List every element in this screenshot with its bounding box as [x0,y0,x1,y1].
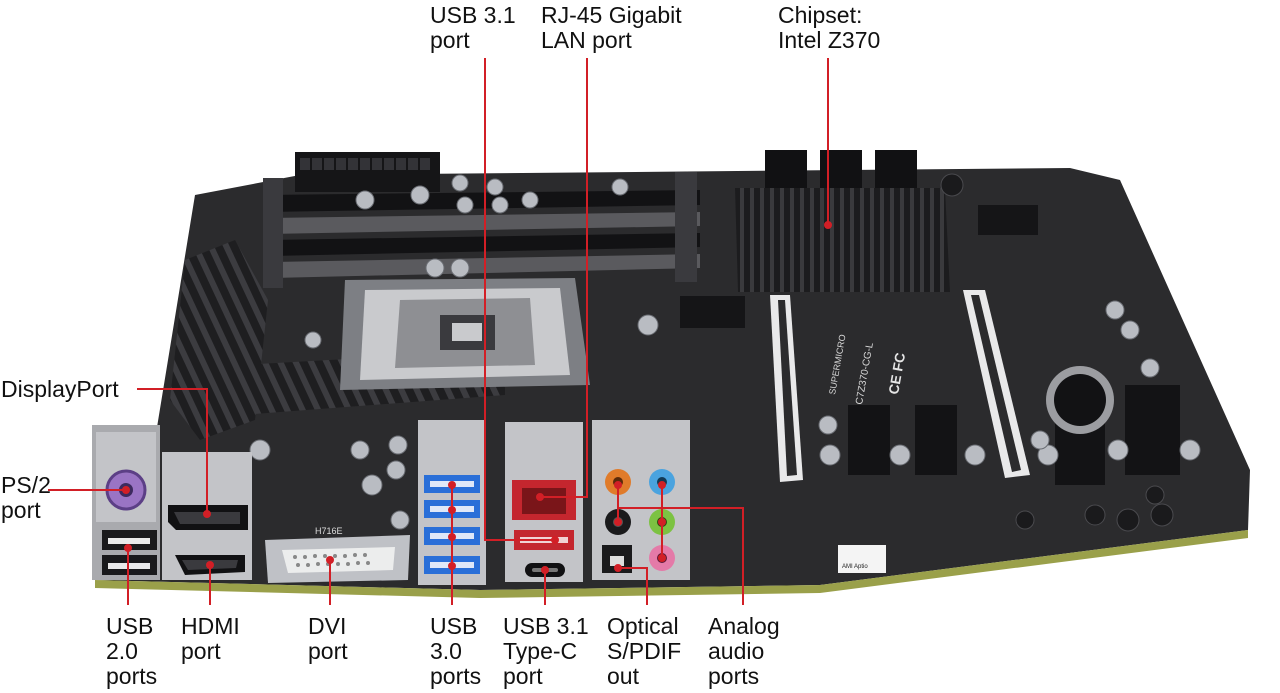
label-ps2-port: PS/2 port [1,472,51,523]
solid-capacitors-black [940,173,1174,532]
label-dvi-port: DVI port [308,613,348,664]
io-lan-usb31-stack [505,422,583,582]
m2-slot-2 [978,205,1038,235]
label-usb20-ports: USB 2.0 ports [106,613,158,689]
label-displayport: DisplayPort [1,376,119,402]
label-chipset: Chipset: Intel Z370 [778,2,881,53]
dvi-chip-text: H716E [315,526,343,536]
label-usb30-ports: USB 3.0 ports [430,613,482,689]
atx-power-connector [295,152,440,192]
pointer-optical [618,567,648,605]
pcie-slots [770,290,1180,485]
pcb-edge [95,530,1248,598]
pointer-usb31-port [484,58,555,541]
io-ps2-usb20-stack [92,425,160,580]
bios-sticker [838,545,886,573]
board-cert-text: CE FC [885,351,908,395]
io-audio-stack [592,420,690,580]
cpu-socket [340,278,590,390]
m2-slot-1 [680,296,745,328]
label-optical-spdif: Optical S/PDIF out [607,613,682,689]
bios-sticker-text: AMI Aptio [842,564,868,570]
label-hdmi-port: HDMI port [181,613,240,664]
label-rj45-lan-port: RJ-45 Gigabit LAN port [541,2,682,53]
chipset-heatsink [735,150,950,292]
pointer-displayport [137,388,208,514]
io-dvi: H716E [265,526,410,583]
pointer-rj45 [540,58,588,498]
label-usb31-port: USB 3.1 port [430,2,516,53]
capacitors [249,174,1201,530]
label-usb31-typec-port: USB 3.1 Type-C port [503,613,589,689]
label-analog-audio-ports: Analog audio ports [708,613,780,689]
pointer-lines [48,58,832,605]
